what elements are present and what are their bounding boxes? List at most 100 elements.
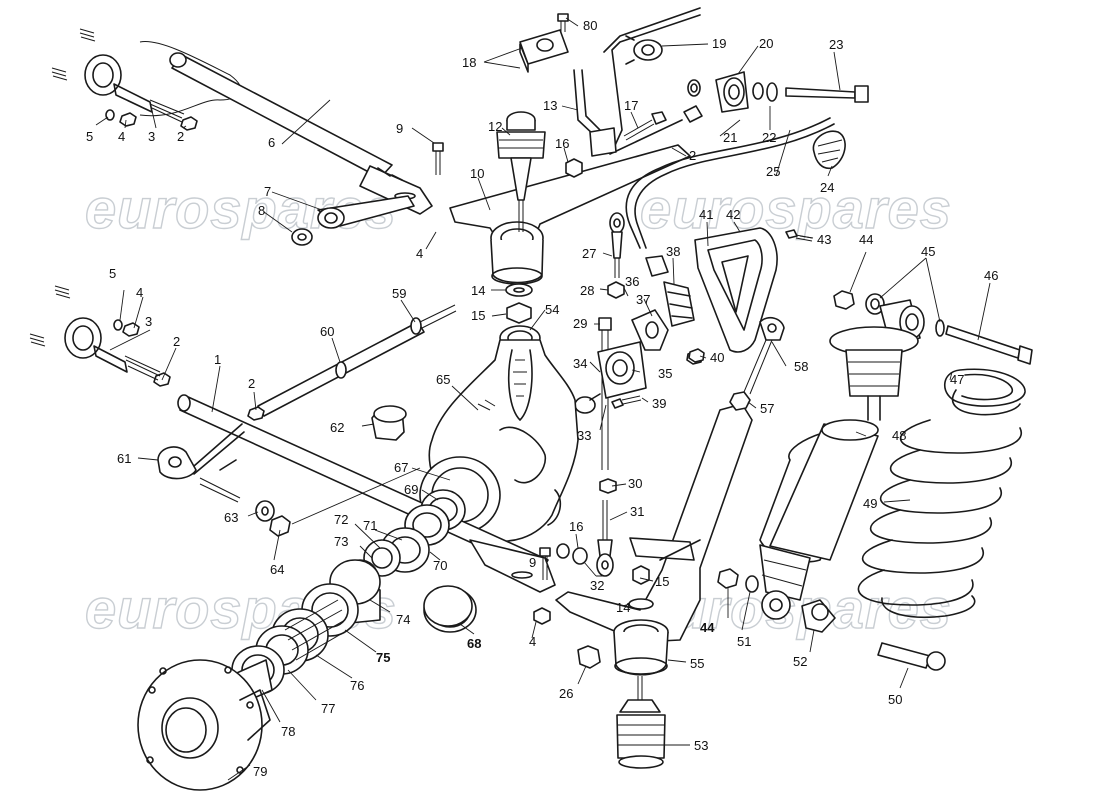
callout-15-lower: 15 [655, 574, 669, 589]
callout-40: 40 [710, 350, 724, 365]
callout-37: 37 [636, 292, 650, 307]
callout-5-upper: 5 [86, 129, 93, 144]
callout-20: 20 [759, 36, 773, 51]
callout-59: 59 [392, 286, 406, 301]
lower-ball-joint [616, 676, 666, 769]
callout-26: 26 [559, 686, 573, 701]
bushing-19 [625, 35, 663, 65]
callout-63: 63 [224, 510, 238, 525]
shock-top-mount [833, 290, 1033, 365]
rod-end-61 [157, 423, 245, 503]
lower-mount-plate [29, 285, 171, 387]
callout-67: 67 [394, 460, 408, 475]
callout-32: 32 [590, 578, 604, 593]
callout-52: 52 [793, 654, 807, 669]
callout-57: 57 [760, 401, 774, 416]
callout-28: 28 [580, 283, 594, 298]
rod-end-27 [609, 212, 625, 278]
callout-41: 41 [699, 207, 713, 222]
callout-39: 39 [652, 396, 666, 411]
nut-16-upper [565, 158, 583, 178]
callout-45: 45 [921, 244, 935, 259]
callout-13: 13 [543, 98, 557, 113]
callout-4-lower-arm: 4 [529, 634, 536, 649]
anti-roll-bar [573, 7, 701, 157]
callout-5-lower: 5 [109, 266, 116, 281]
callout-34: 34 [573, 356, 587, 371]
shock-absorber [759, 326, 919, 620]
washer-63 [255, 500, 275, 522]
callout-44-lower: 44 [700, 620, 715, 635]
spacer-62 [371, 405, 407, 441]
callout-61: 61 [117, 451, 131, 466]
anti-roll-link-lower [596, 478, 617, 577]
callout-58: 58 [794, 359, 808, 374]
callout-9-lower: 9 [529, 555, 536, 570]
callout-43: 43 [817, 232, 831, 247]
callout-24: 24 [820, 180, 834, 195]
upper-ball-joint [496, 111, 546, 232]
grease-fitting-26 [577, 645, 601, 669]
callout-6: 6 [268, 135, 275, 150]
callout-19: 19 [712, 36, 726, 51]
brake-caliper-parts [631, 255, 703, 365]
callout-68: 68 [467, 636, 481, 651]
watermark-text-top-right: eurospares [640, 177, 952, 240]
callout-73: 73 [334, 534, 348, 549]
callout-4-upper: 4 [118, 129, 125, 144]
bolt-9 [432, 142, 444, 175]
callout-17: 17 [624, 98, 638, 113]
callout-14-lower: 14 [616, 600, 630, 615]
callout-38: 38 [666, 244, 680, 259]
hub-flange [137, 659, 271, 791]
callout-12: 12 [488, 119, 502, 134]
callout-14-upper: 14 [471, 283, 485, 298]
callout-1: 1 [214, 352, 221, 367]
callout-31: 31 [630, 504, 644, 519]
bolt-17 [623, 111, 667, 141]
callout-77: 77 [321, 701, 335, 716]
tie-rod-adjuster [729, 316, 785, 411]
washer-14-upper [505, 283, 533, 297]
callout-3-lower: 3 [145, 314, 152, 329]
callout-7: 7 [264, 184, 271, 199]
nut-15-upper [506, 302, 532, 324]
callout-23: 23 [829, 37, 843, 52]
callout-55: 55 [690, 656, 704, 671]
bracket-and-bushing [291, 195, 415, 246]
bolt-50 [877, 642, 946, 671]
rod-end-assembly [687, 71, 869, 113]
parts [29, 7, 1033, 791]
adjuster-rod [257, 304, 457, 417]
callout-53: 53 [694, 738, 708, 753]
callout-62: 62 [330, 420, 344, 435]
callout-25: 25 [766, 164, 780, 179]
screw-39 [611, 395, 642, 409]
dust-shield [694, 227, 778, 353]
bushing-52 [801, 599, 836, 633]
callout-30: 30 [628, 476, 642, 491]
callout-80: 80 [583, 18, 597, 33]
washer-51 [745, 575, 759, 593]
callout-labels: 80 19 20 23 18 13 17 21 22 12 9 16 2 6 1… [86, 18, 998, 779]
clamp-block [519, 13, 569, 73]
nut-28 [607, 281, 625, 299]
callout-10: 10 [470, 166, 484, 181]
callout-29: 29 [573, 316, 587, 331]
callout-75: 75 [376, 650, 390, 665]
callout-71: 71 [363, 518, 377, 533]
callout-4-lower: 4 [136, 285, 143, 300]
callout-21: 21 [723, 130, 737, 145]
callout-42: 42 [726, 207, 740, 222]
callout-70: 70 [433, 558, 447, 573]
callout-4-bracket: 4 [416, 246, 423, 261]
callout-72: 72 [334, 512, 348, 527]
nut-44-lower [717, 568, 739, 589]
callout-2-wishbone: 2 [689, 148, 696, 163]
callout-65: 65 [436, 372, 450, 387]
callout-8: 8 [258, 203, 265, 218]
nut-64 [269, 515, 291, 537]
callout-54: 54 [545, 302, 559, 317]
callout-46: 46 [984, 268, 998, 283]
